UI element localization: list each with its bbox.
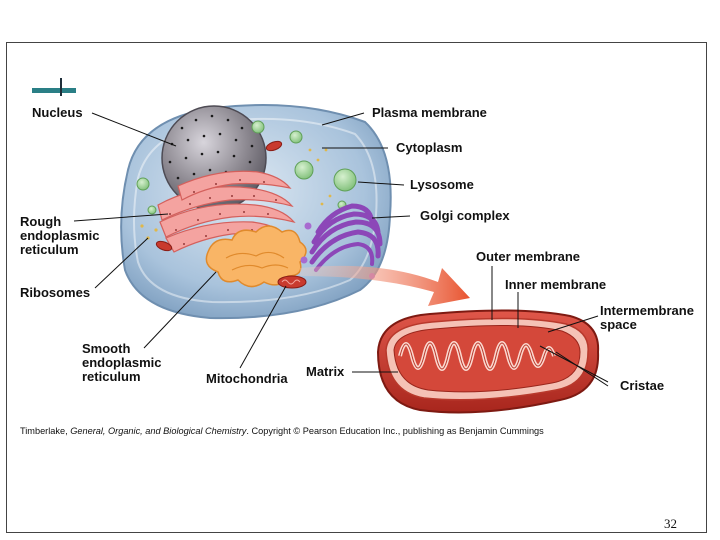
label-plasma-membrane: Plasma membrane [372,105,487,120]
label-nucleus: Nucleus [32,105,83,120]
golgi-complex [300,203,383,279]
label-smooth-er: Smooth endoplasmic reticulum [82,341,162,384]
label-intermembrane-space: Intermembrane space [600,303,694,332]
smooth-endoplasmic-reticulum [205,225,307,288]
mitochondrion-enlarged [376,309,600,414]
label-matrix: Matrix [306,364,345,379]
label-golgi-complex: Golgi complex [420,208,510,223]
caption-author: Timberlake, [20,426,71,436]
source-caption: Timberlake, General, Organic, and Biolog… [20,426,544,436]
small-mitochondria [155,140,307,289]
label-ribosomes: Ribosomes [20,285,91,300]
zoom-arrow [300,265,470,306]
label-lysosome: Lysosome [410,177,474,192]
caption-book-title: General, Organic, and Biological Chemist… [70,426,247,436]
page-number: 32 [664,516,677,531]
leader-lines [73,112,609,387]
label-rough-er: Rough endoplasmic reticulum [20,214,100,257]
rough-endoplasmic-reticulum [157,170,296,253]
title-accent-tick [60,78,62,96]
label-inner-membrane: Inner membrane [505,277,607,292]
er-ribosome-dots [169,179,277,245]
label-mitochondria: Mitochondria [206,371,288,386]
label-cytoplasm: Cytoplasm [396,140,463,155]
caption-copyright: . Copyright © Pearson Education Inc., pu… [246,426,544,436]
title-accent-bar [32,88,76,93]
label-cristae: Cristae [620,378,665,393]
label-outer-membrane: Outer membrane [476,249,581,264]
